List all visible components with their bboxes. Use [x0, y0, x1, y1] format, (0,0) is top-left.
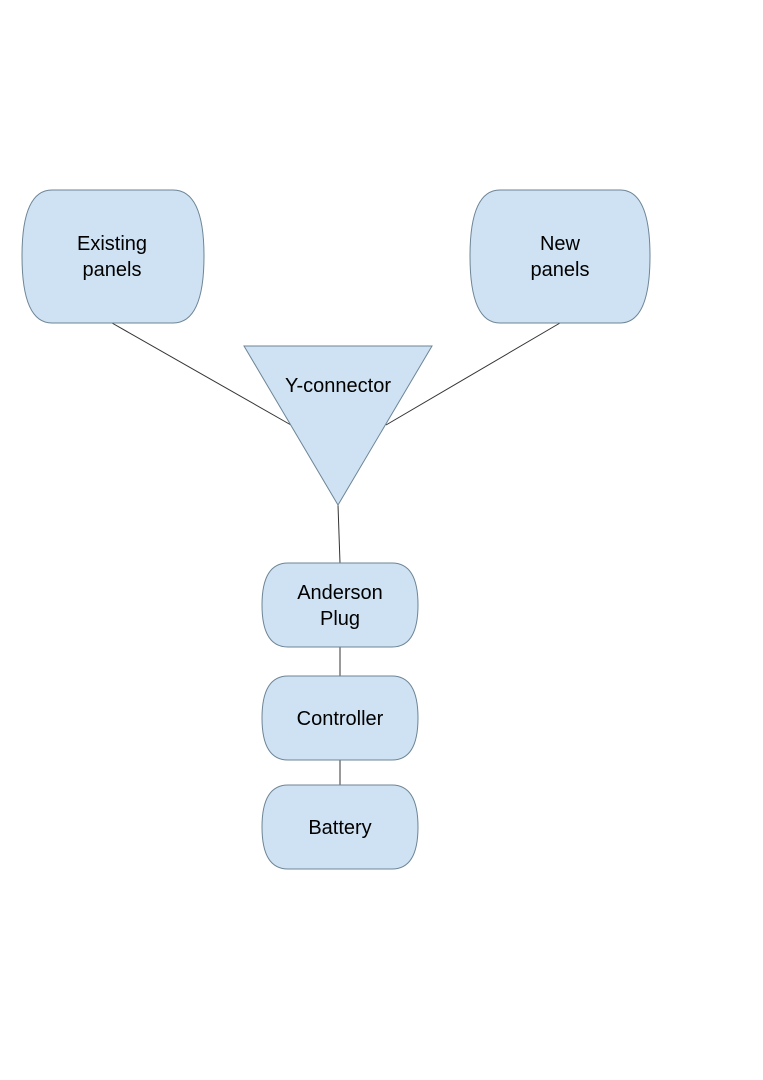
anderson-plug-shape [261, 562, 419, 648]
controller-shape [261, 675, 419, 761]
battery-shape [261, 784, 419, 870]
controller-label: Controller [297, 708, 384, 730]
anderson-plug-label-line1: Anderson [297, 582, 383, 604]
connector-new-to-y [385, 322, 561, 426]
battery-node[interactable]: Battery [261, 784, 419, 870]
existing-panels-node[interactable]: Existing panels [21, 189, 205, 324]
existing-panels-label-line1: Existing [77, 233, 147, 255]
y-connector-node[interactable]: Y-connector [243, 345, 433, 506]
new-panels-node[interactable]: New panels [469, 189, 651, 324]
new-panels-label-line2: panels [531, 259, 590, 281]
connector-existing-to-y [111, 322, 292, 426]
controller-node[interactable]: Controller [261, 675, 419, 761]
new-panels-shape [469, 189, 651, 324]
y-connector-label: Y-connector [285, 375, 391, 397]
connector-y-to-anderson [337, 504, 341, 564]
battery-label: Battery [308, 817, 371, 839]
existing-panels-shape [21, 189, 205, 324]
existing-panels-label-line2: panels [83, 259, 142, 281]
y-connector-shape [243, 345, 433, 506]
anderson-plug-label-line2: Plug [320, 608, 360, 630]
new-panels-label-line1: New [540, 233, 581, 255]
anderson-plug-node[interactable]: Anderson Plug [261, 562, 419, 648]
